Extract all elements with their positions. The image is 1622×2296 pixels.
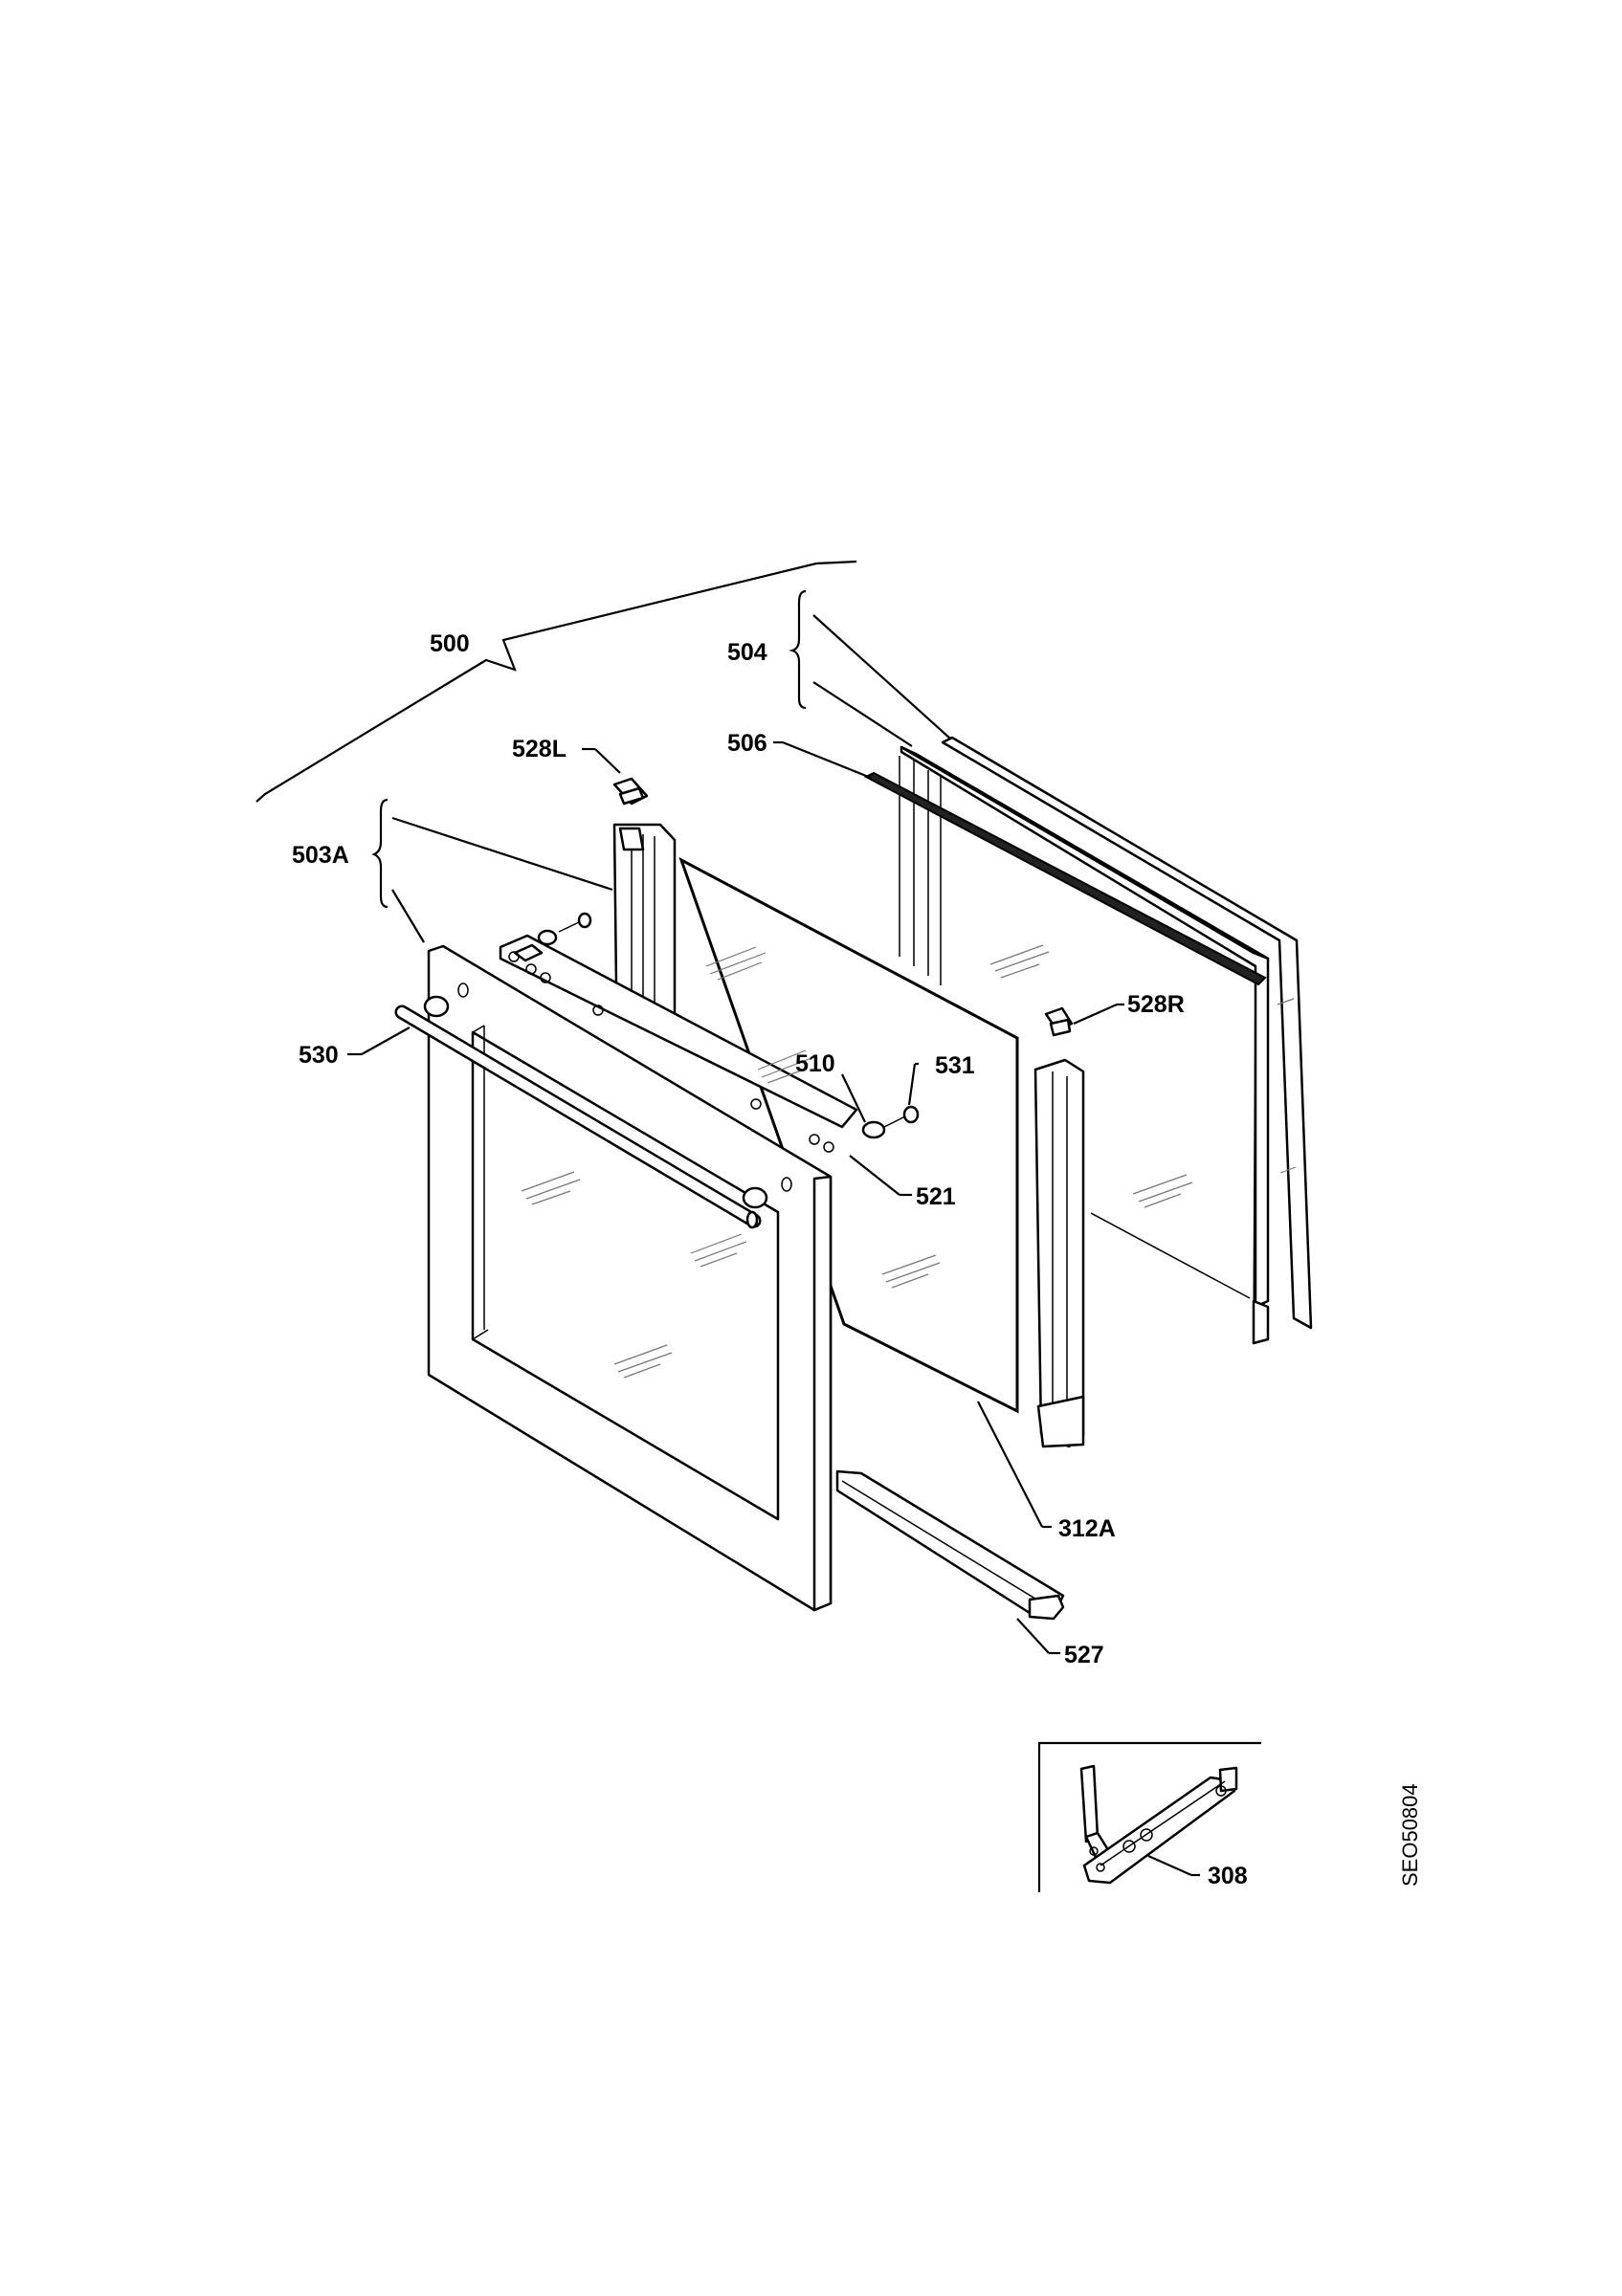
clip-528L [612,777,649,806]
bottom-profile-527 [835,1469,1065,1621]
washer-510 [861,1120,886,1139]
assembly-bracket-500 [256,560,857,803]
label-308: 308 [1208,1863,1248,1889]
label-500: 500 [430,630,470,657]
front-door-frame [427,944,833,1612]
hinge-308 [1079,1764,1238,1885]
drawing-code: SEO50804 [1398,1783,1422,1887]
left-side-profile [612,823,677,1017]
label-312A: 312A [1058,1515,1116,1542]
right-side-profile [1033,1058,1085,1448]
gasket-strip-506 [863,771,1267,986]
label-506: 506 [727,730,767,757]
washer-screw-left [537,912,592,946]
label-510: 510 [795,1050,835,1077]
screw-531 [883,1105,920,1128]
leader-lines [347,589,1200,1877]
label-531: 531 [935,1052,975,1079]
label-528L: 528L [512,736,567,762]
label-530: 530 [299,1042,339,1069]
outer-glass-panel [941,736,1313,1330]
top-bracket-521 [499,934,858,1153]
clip-528R [1044,1006,1074,1037]
door-handle-530 [394,995,768,1229]
part-labels: 500 504 506 528L 503A 528R 530 510 531 5… [292,630,1422,1889]
label-503A: 503A [292,842,349,869]
hinge-inset-frame [1037,1741,1261,1892]
label-528R: 528R [1127,991,1185,1018]
label-504: 504 [727,639,767,666]
glass-reflection-marks [521,944,1297,1379]
label-521: 521 [916,1183,956,1210]
label-527: 527 [1064,1642,1104,1668]
